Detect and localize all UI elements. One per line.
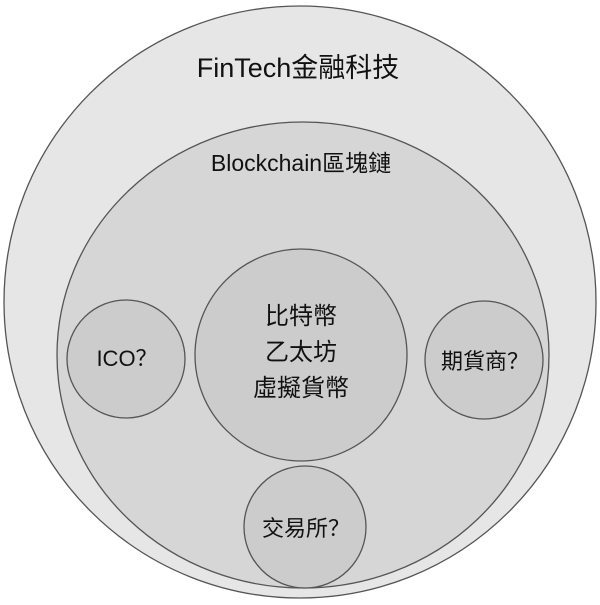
core-line-3: 虛擬貨幣 — [253, 375, 349, 402]
exchange-circle — [243, 465, 367, 589]
ico-circle — [66, 299, 186, 419]
futures-broker-circle — [424, 300, 544, 420]
core-line-1: 比特幣 — [265, 303, 337, 330]
core-line-2: 乙太坊 — [265, 339, 337, 366]
blockchain-label: Blockchain區塊鏈 — [211, 150, 391, 176]
fintech-label: FinTech金融科技 — [197, 53, 400, 83]
exchange-label: 交易所？ — [262, 516, 350, 541]
crypto-core-circle — [194, 248, 408, 462]
futures-broker-label: 期貨商？ — [441, 349, 529, 374]
ico-label: ICO？ — [96, 346, 157, 371]
